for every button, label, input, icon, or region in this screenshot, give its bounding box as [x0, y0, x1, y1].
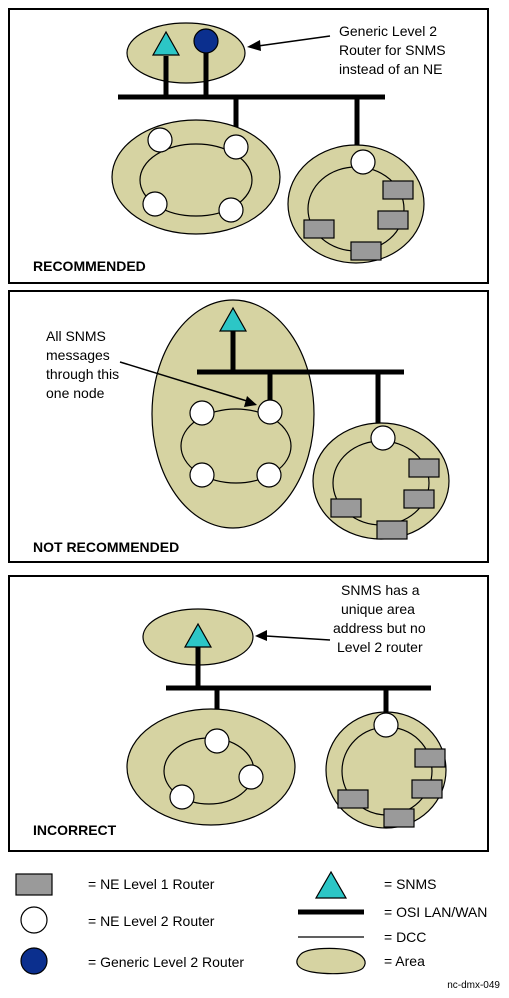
ne-level2-router-icon — [223, 134, 249, 160]
panel-label: INCORRECT — [33, 822, 117, 838]
ne-level2-router-icon — [147, 127, 173, 153]
ne-level1-router-icon — [403, 489, 435, 509]
callout-note: SNMS has a unique area address but no Le… — [333, 582, 430, 655]
legend: = NE Level 1 Router = NE Level 2 Router … — [15, 870, 487, 975]
legend-area: = Area — [384, 953, 425, 969]
ne-level2-router-icon — [20, 906, 48, 934]
area-icon — [296, 947, 366, 975]
callout-note: All SNMS messages through this one node — [46, 328, 123, 401]
ne-level2-router-icon — [189, 462, 215, 488]
figure-id: nc-dmx-049 — [447, 980, 500, 991]
snms-icon — [314, 870, 348, 899]
ne-level1-router-icon — [411, 779, 443, 799]
ne-level2-router-icon — [204, 728, 230, 754]
dcc-ring — [180, 408, 292, 484]
ne-level2-router-icon — [218, 197, 244, 223]
legend-lan-wan: = OSI LAN/WAN — [384, 904, 487, 920]
callout-arrowhead — [247, 40, 261, 51]
callout-arrow-line — [265, 635, 331, 641]
ne-level1-router-icon — [414, 748, 446, 768]
callout-arrow-line — [257, 35, 331, 47]
legend-dcc: = DCC — [384, 929, 426, 945]
ne-level2-router-icon — [350, 149, 376, 175]
ne-level1-router-icon — [15, 873, 53, 896]
panel-incorrect: SNMS has a unique area address but no Le… — [8, 575, 489, 852]
ne-level2-router-icon — [370, 425, 396, 451]
ne-level1-router-icon — [376, 520, 408, 540]
ne-level1-router-icon — [408, 458, 440, 478]
ne-level1-router-icon — [377, 210, 409, 230]
ne-level1-router-icon — [330, 498, 362, 518]
ne-level1-router-icon — [303, 219, 335, 239]
dcc-ring — [139, 143, 253, 217]
snms-area — [126, 22, 246, 84]
panel-not-recommended: All SNMS messages through this one node … — [8, 290, 489, 563]
callout-arrowhead — [255, 630, 267, 641]
snms-icon — [183, 622, 213, 648]
ne-level1-router-icon — [337, 789, 369, 809]
legend-ne-level1: = NE Level 1 Router — [88, 876, 215, 892]
legend-generic-level2: = Generic Level 2 Router — [88, 954, 244, 970]
legend-snms: = SNMS — [384, 876, 437, 892]
ne-level2-router-icon — [169, 784, 195, 810]
callout-note: Generic Level 2 Router for SNMS instead … — [339, 23, 449, 77]
ne-level1-router-icon — [350, 241, 382, 261]
generic-level2-router-icon — [193, 28, 219, 54]
ne-level2-router-icon — [373, 712, 399, 738]
panel-label: NOT RECOMMENDED — [33, 539, 179, 555]
panel-recommended: Generic Level 2 Router for SNMS instead … — [8, 8, 489, 284]
ne-level2-router-icon — [189, 400, 215, 426]
ne-level2-router-icon — [257, 399, 283, 425]
callout-arrow-line — [119, 361, 248, 402]
ne-level2-router-icon — [238, 764, 264, 790]
ne-level2-router-icon — [142, 191, 168, 217]
ne-level1-router-icon — [383, 808, 415, 828]
panel-label: RECOMMENDED — [33, 258, 146, 274]
area-left — [111, 119, 281, 235]
snms-icon — [218, 306, 248, 332]
ne-level2-router-icon — [256, 462, 282, 488]
snms-icon — [151, 30, 181, 56]
area-left — [126, 708, 296, 826]
generic-level2-router-icon — [20, 947, 48, 975]
ne-level1-router-icon — [382, 180, 414, 200]
legend-ne-level2: = NE Level 2 Router — [88, 913, 215, 929]
callout-arrowhead — [244, 396, 257, 407]
